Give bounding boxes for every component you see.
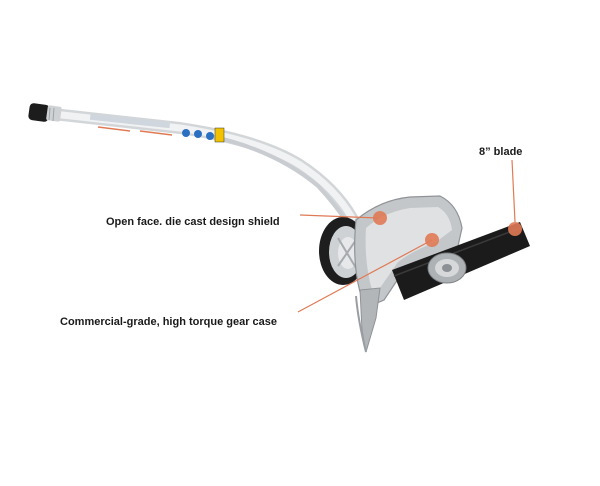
- callout-gear-case: Commercial-grade, high torque gear case: [60, 316, 278, 328]
- callout-shield: Open face. die cast design shield: [106, 216, 280, 228]
- callout-blade: 8” blade: [479, 146, 523, 158]
- shield: [354, 195, 463, 353]
- marker-gear-case: [425, 233, 439, 247]
- shaft-coupler: [28, 103, 62, 122]
- marker-shield: [373, 211, 387, 225]
- shaft: [28, 103, 358, 226]
- marker-blade: [508, 222, 522, 236]
- shaft-decal: [89, 113, 225, 143]
- callout-lines: [297, 159, 516, 313]
- blade-hub: [427, 252, 467, 284]
